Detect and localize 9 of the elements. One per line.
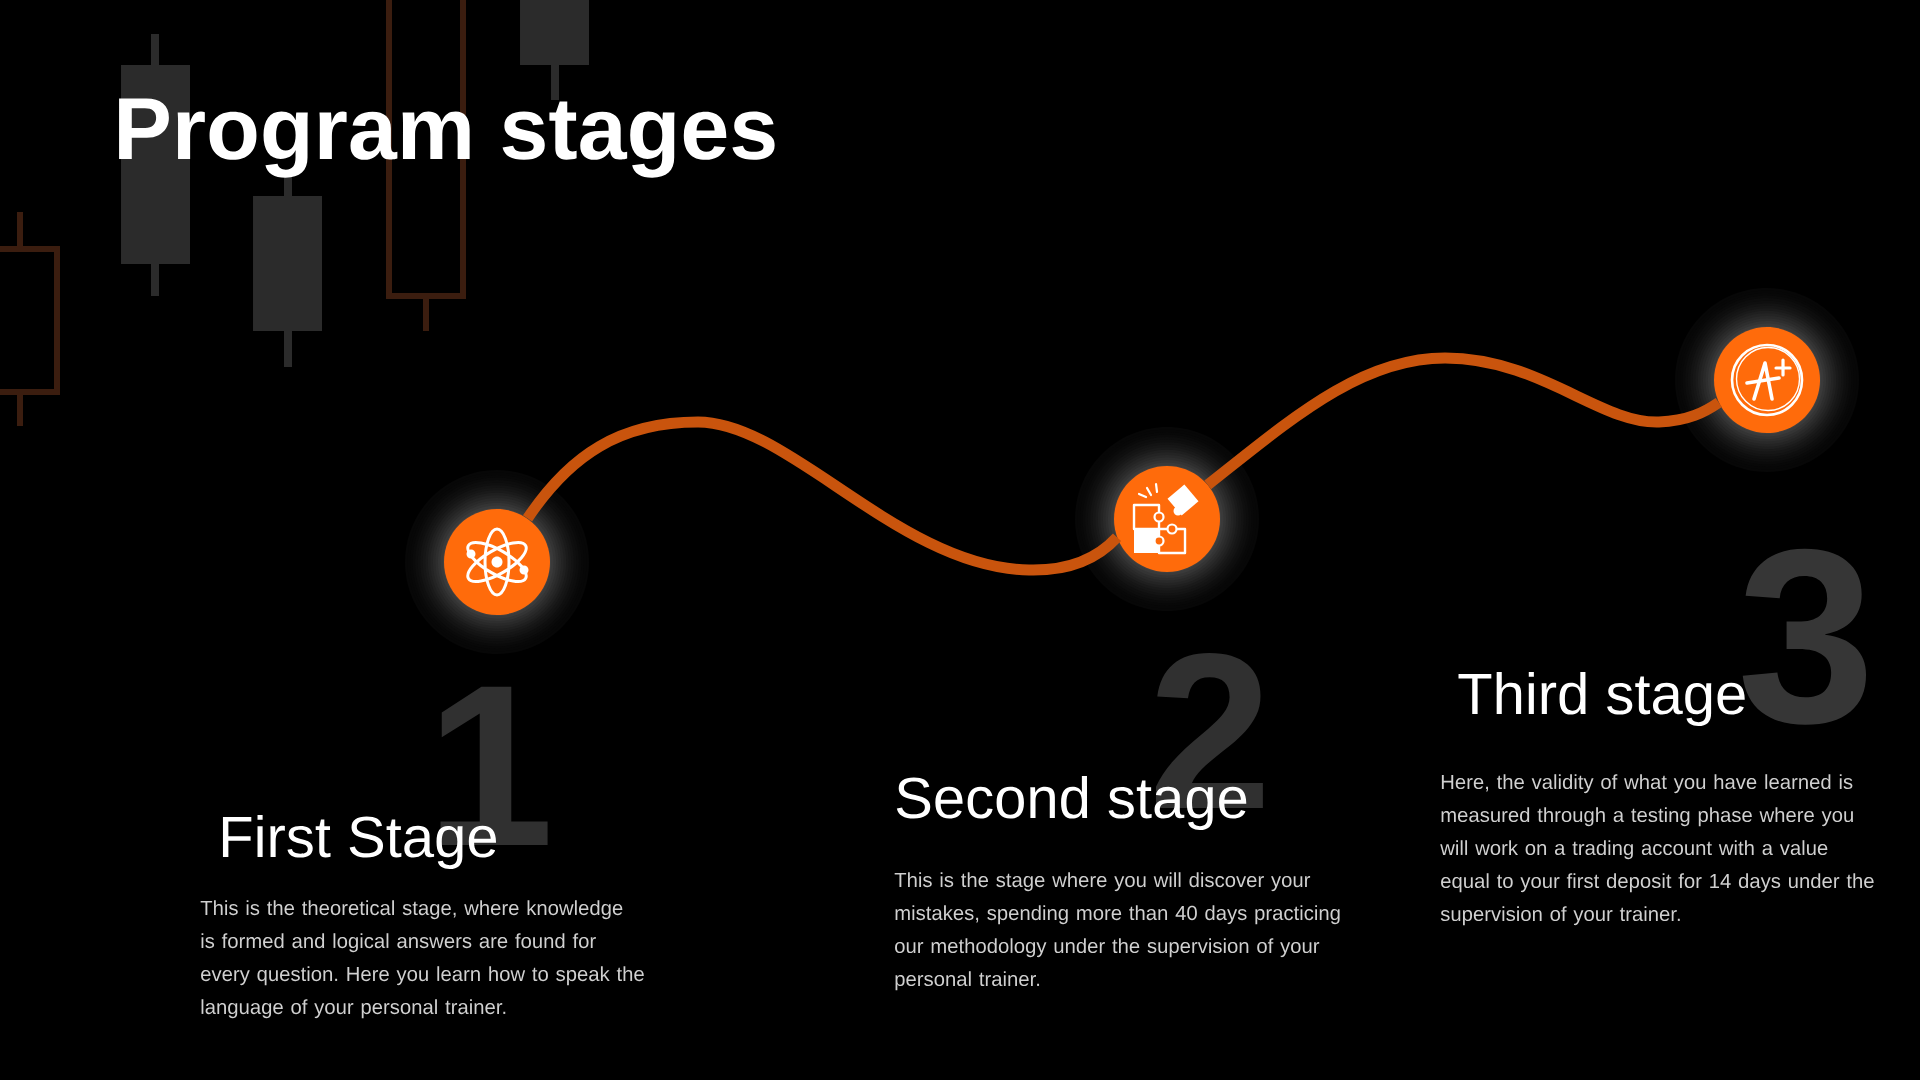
- stage-heading: Third stage: [1458, 672, 1745, 727]
- stage-description: This is the theoretical stage, where knowledge is formed and logical answers are found for every question. Here you learn how to speak the language of your personal trainer.: [200, 900, 644, 1019]
- curved-connector: [523, 416, 1121, 576]
- stage-description: This is the stage where you will discover your mistakes, spending more than 40 days practicing our methodology under the supervision of your personal trainer.: [894, 872, 1340, 991]
- curved-connector: [1204, 352, 1722, 490]
- stage-circle: [1714, 327, 1820, 433]
- stage-circle: [444, 509, 550, 615]
- stage-description: Here, the validity of what you have learned is measured through a testing phase where you will work on a trading account with a value equal to your first deposit for 14 days under the supervision of your trainer.: [1440, 774, 1874, 926]
- stage-number: 3: [1742, 548, 1866, 725]
